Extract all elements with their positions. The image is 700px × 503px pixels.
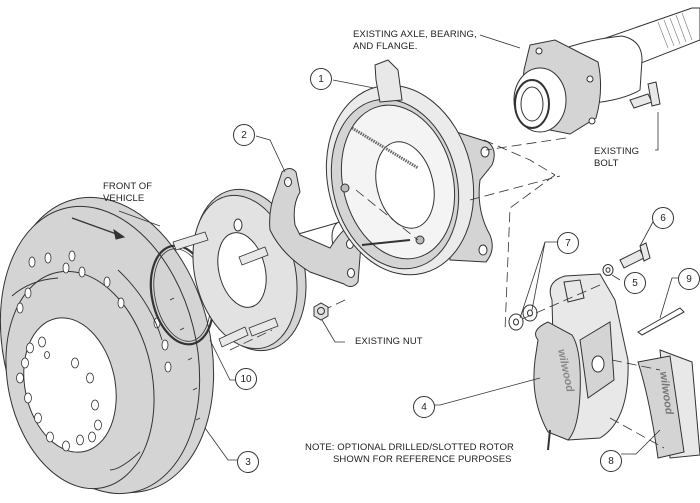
rotor-drill-holes <box>16 250 172 452</box>
existing-axle-bearing-part <box>513 7 700 135</box>
rotor-part <box>0 196 215 495</box>
brake-pads-part: wilwood <box>637 349 700 459</box>
callout-10: 10 <box>235 368 257 390</box>
callout-3: 3 <box>237 451 259 473</box>
callout-4: 4 <box>413 396 435 418</box>
axle-label: EXISTING AXLE, BEARING, AND FLANGE. <box>353 29 477 52</box>
callout-6: 6 <box>652 207 674 229</box>
callout-1: 1 <box>310 68 332 90</box>
caliper-part: wilwood <box>533 273 629 451</box>
caliper-bolt-part <box>619 242 651 269</box>
washer-part <box>602 264 614 276</box>
rotor-note: NOTE: OPTIONAL DRILLED/SLOTTED ROTOR SHO… <box>305 442 514 465</box>
wheel-studs <box>172 231 279 348</box>
parking-brake-assembly-part <box>325 59 495 276</box>
assembly-guide-lines <box>229 137 665 449</box>
callout-5: 5 <box>624 272 646 294</box>
callout-7: 7 <box>557 232 579 254</box>
callout-2: 2 <box>233 124 255 146</box>
existing-bolt-label: EXISTING BOLT <box>594 146 640 169</box>
existing-bolt-part <box>629 81 661 109</box>
callout-9: 9 <box>678 268 700 290</box>
front-of-vehicle-arrow <box>71 217 126 240</box>
existing-nut-part <box>313 302 329 321</box>
callout-8: 8 <box>600 450 622 472</box>
cotter-pin-part <box>637 307 685 336</box>
existing-nut-label: EXISTING NUT <box>355 336 423 347</box>
front-of-vehicle-label: FRONT OF VEHICLE <box>103 181 153 204</box>
